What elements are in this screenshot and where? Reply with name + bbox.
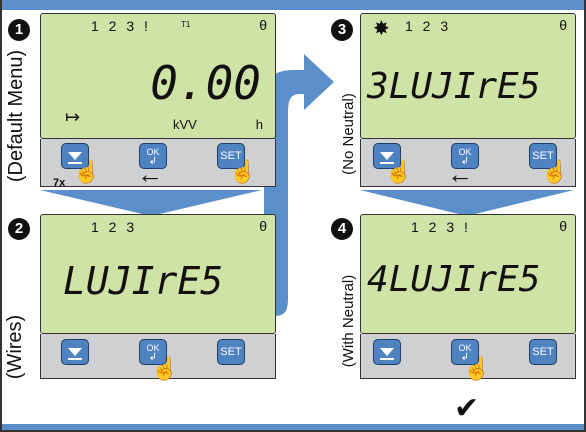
lcd-screen-1: 1 2 3 ! T1 θ 0.00 ↦ kVV h	[40, 13, 276, 139]
side-label-wires: (Wires)	[4, 314, 26, 380]
ok-enter-button[interactable]: OK ↲	[139, 339, 167, 365]
lcd-screen-4: 1 2 3 ! θ 4LUJIrE5	[360, 214, 576, 334]
step-number-4: 4	[331, 218, 353, 240]
display-value: LUJIrE5	[63, 259, 224, 303]
set-button[interactable]: SET	[529, 339, 557, 365]
lcd-screen-3: ✸ 1 2 3 θ 3LUJIrE5	[360, 13, 576, 139]
side-label-default-menu: (Default Menu)	[5, 49, 27, 183]
keypad-1: OK ↲ SET ☝ ☝ ←	[40, 139, 276, 187]
enter-icon: ↲	[148, 352, 158, 363]
display-value: 4LUJIrE5	[367, 259, 541, 300]
set-button[interactable]: SET	[217, 339, 245, 365]
down-button[interactable]	[373, 143, 401, 169]
step-number-3: 3	[331, 19, 353, 41]
blink-star-icon: ✸	[373, 18, 390, 40]
phase-indicators: 1 2 3 !	[411, 219, 471, 235]
step-number-2: 2	[8, 218, 30, 240]
back-arrow-icon: ←	[137, 159, 163, 189]
down-button[interactable]	[373, 339, 401, 365]
side-label-with-neutral: (With Neutral)	[340, 274, 357, 368]
set-button[interactable]: SET	[217, 143, 245, 169]
theta-indicator: θ	[559, 17, 567, 33]
step-number-1: 1	[8, 19, 30, 41]
top-accent-band	[2, 0, 584, 10]
checkmark-icon: ✔	[454, 392, 480, 425]
flow-arrow-3-to-4	[360, 190, 574, 216]
ok-enter-button[interactable]: OK ↲	[451, 339, 479, 365]
display-value: 0.00	[150, 56, 261, 110]
hand-press-icon: ☝	[229, 159, 257, 184]
side-label-no-neutral: (No Neutral)	[340, 93, 357, 175]
phase-indicators: 1 2 3	[91, 219, 138, 235]
ok-enter-button[interactable]: OK ↲	[451, 143, 479, 169]
down-button[interactable]	[61, 143, 89, 169]
enter-icon: ↲	[148, 156, 158, 167]
hand-press-icon: ☝	[73, 159, 101, 184]
theta-indicator: θ	[259, 17, 267, 33]
enter-icon: ↲	[460, 156, 470, 167]
unit-h: h	[255, 117, 263, 132]
enter-icon: ↲	[460, 352, 470, 363]
unit-kvv: kVV	[173, 117, 197, 132]
set-button[interactable]: SET	[529, 143, 557, 169]
bottom-accent-band	[2, 424, 584, 430]
keypad-3: OK ↲ SET ☝ ☝ ←	[360, 139, 576, 187]
phase-indicators: 1 2 3	[405, 18, 452, 34]
theta-indicator: θ	[559, 218, 567, 234]
keypad-2: OK ↲ SET ☝	[40, 334, 276, 381]
hand-press-icon: ☝	[541, 159, 569, 184]
phase-indicators: 1 2 3 !	[91, 18, 151, 34]
down-button[interactable]	[61, 339, 89, 365]
hand-press-icon: ☝	[385, 159, 413, 184]
back-arrow-icon: ←	[447, 159, 473, 189]
lcd-screen-2: 1 2 3 θ LUJIrE5	[40, 214, 276, 334]
ok-enter-button[interactable]: OK ↲	[139, 143, 167, 169]
keypad-4: OK ↲ SET ☝	[360, 334, 576, 381]
theta-indicator: θ	[259, 218, 267, 234]
arrow-indicator-icon: ↦	[65, 107, 81, 127]
display-value: 3LUJIrE5	[367, 66, 541, 107]
t1-indicator: T1	[181, 20, 191, 29]
press-count-label: 7x	[53, 177, 66, 189]
hand-press-icon: ☝	[151, 356, 179, 381]
hand-press-icon: ☝	[463, 356, 491, 381]
flow-arrow-1-to-2	[40, 190, 262, 216]
